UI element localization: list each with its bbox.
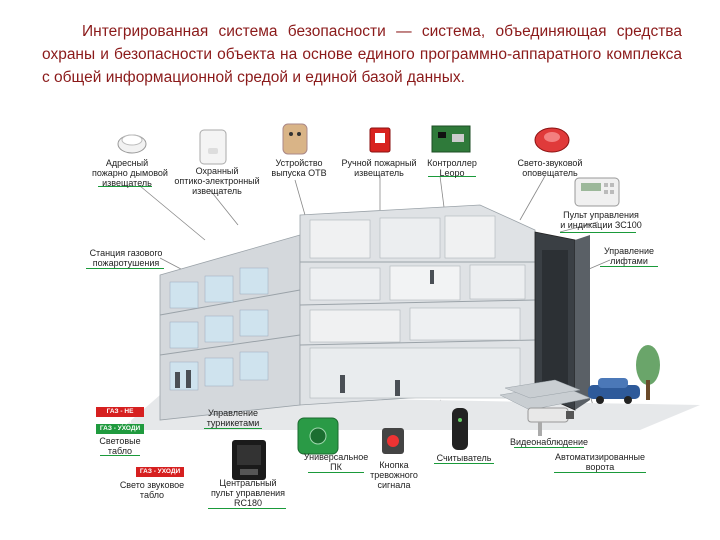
label-ir-detector: Охранный оптико-электронный извещатель bbox=[174, 166, 260, 196]
cctv-camera-icon bbox=[527, 407, 574, 436]
monitor-panel-icon bbox=[232, 440, 266, 480]
label-light-board: Световые табло bbox=[99, 436, 141, 456]
label-video: Видеонаблюдение bbox=[509, 437, 589, 447]
label-turnstile-control: Управление турникетами bbox=[206, 408, 260, 428]
sign-text-3: ГАЗ - УХОДИ bbox=[139, 468, 181, 475]
panic-button-icon bbox=[382, 428, 404, 454]
circuit-board-icon bbox=[431, 125, 471, 153]
label-sound-light-board: Свето звуковое табло bbox=[119, 480, 185, 500]
sign-text-1: ГАЗ - НЕ ВХОДИ bbox=[106, 408, 134, 425]
sign-red-2 bbox=[136, 467, 184, 477]
keypad-icon bbox=[574, 177, 620, 207]
label-manual-call: Ручной пожарный извещатель bbox=[341, 158, 417, 178]
smoke-detector-icon bbox=[117, 134, 147, 154]
intro-paragraph: Интегрированная система безопасности — с… bbox=[42, 23, 682, 86]
motion-detector-icon bbox=[199, 129, 227, 165]
label-control-panel: Пульт управления и индикации ЗС100 bbox=[560, 210, 642, 230]
sign-text-2: ГАЗ - УХОДИ bbox=[99, 425, 141, 432]
label-otp-device: Устройство выпуска ОТВ bbox=[271, 158, 327, 178]
sign-green bbox=[96, 424, 144, 434]
label-universal-pk: Универсальное ПК bbox=[303, 452, 369, 472]
label-extinguish-station: Станция газового пожаротушения bbox=[89, 248, 163, 268]
label-underlines bbox=[86, 176, 658, 509]
car-icon bbox=[588, 378, 640, 404]
label-central-panel: Центральный пульт управления RC180 bbox=[210, 478, 286, 508]
green-reader-icon bbox=[297, 417, 339, 455]
label-smoke-detector: Адресный пожарно дымовой извещатель bbox=[92, 158, 168, 188]
card-reader-icon bbox=[452, 408, 468, 450]
fire-alarm-icon bbox=[369, 127, 391, 153]
label-auto-gates: Автоматизированные ворота bbox=[554, 452, 646, 472]
sounder-icon bbox=[534, 127, 570, 153]
label-reader: Считыватель bbox=[436, 453, 492, 463]
label-alarm-button: Кнопка тревожного сигнала bbox=[370, 460, 418, 490]
label-controller: Контроллер Leopo bbox=[427, 158, 477, 178]
sign-red-1 bbox=[96, 407, 144, 417]
building-illustration bbox=[120, 204, 700, 430]
face-panel-icon bbox=[282, 123, 308, 155]
label-elevator-control: Управление лифтами bbox=[603, 246, 655, 266]
label-sounder: Свето-звуковой оповещатель bbox=[517, 158, 583, 178]
